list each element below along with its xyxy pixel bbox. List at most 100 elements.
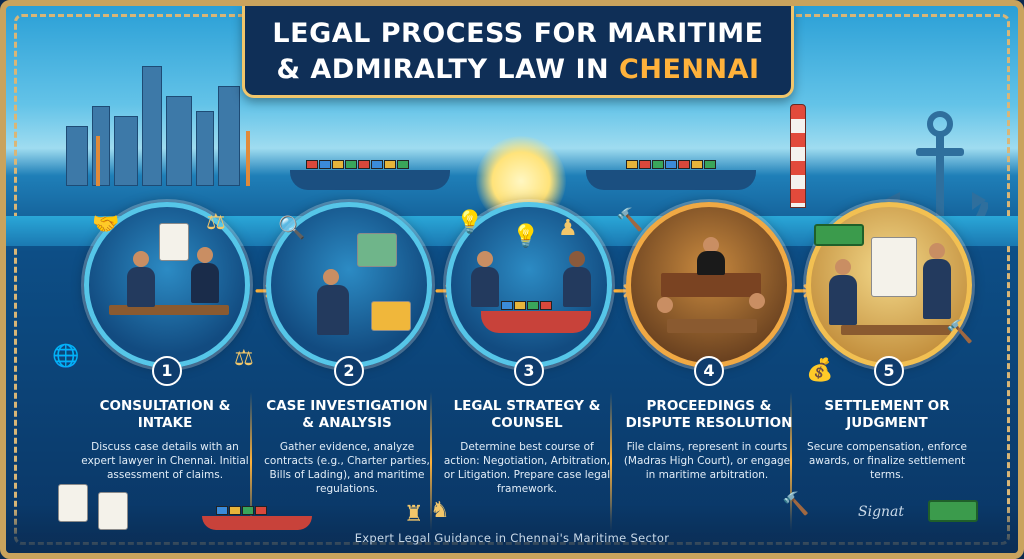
ship-container — [501, 301, 513, 310]
step-1-description: Discuss case details with an expert lawy… — [81, 441, 249, 481]
cargo-ship — [290, 170, 450, 190]
ship-container — [216, 506, 228, 515]
step-number: 2 — [334, 356, 364, 386]
skyline-building — [114, 116, 138, 186]
ship-container — [626, 160, 638, 169]
page-title-line2: & ADMIRALTY LAW IN CHENNAI — [245, 52, 791, 88]
ship-container — [665, 160, 677, 169]
lighthouse-icon — [790, 104, 806, 208]
title-prefix: & ADMIRALTY LAW IN — [276, 54, 620, 85]
skyline-building — [66, 126, 88, 186]
step-number: 4 — [694, 356, 724, 386]
person — [829, 275, 857, 325]
port-crane — [246, 131, 250, 186]
cargo-ship — [586, 170, 756, 190]
judge-bench — [661, 273, 761, 297]
person — [657, 297, 673, 313]
ship-container — [514, 301, 526, 310]
step-number: 5 — [874, 356, 904, 386]
bottom-waves — [6, 505, 1018, 553]
person — [133, 251, 149, 267]
chess-icon: ♞ — [430, 498, 450, 523]
globe-icon: 🌐 — [52, 344, 80, 369]
signature: Signat — [858, 504, 905, 520]
desk — [109, 305, 229, 315]
person — [835, 259, 851, 275]
chess-icon: ♜ — [404, 502, 424, 527]
gavel-icon: 🔨 — [616, 208, 644, 233]
divider — [790, 392, 792, 532]
gavel-icon: 🔨 — [946, 320, 974, 345]
ship-container — [678, 160, 690, 169]
magnifier-icon: 🔍 — [278, 216, 306, 241]
person — [317, 285, 349, 335]
judge — [697, 251, 725, 275]
divider — [610, 392, 612, 532]
skyline-building — [92, 106, 110, 186]
skyline-building — [166, 96, 192, 186]
person — [191, 263, 219, 303]
port-crane — [96, 136, 100, 186]
step-1-title: CONSULTATION & INTAKE — [99, 398, 231, 431]
ship-container — [255, 506, 267, 515]
person — [563, 267, 591, 307]
ship-container — [242, 506, 254, 515]
ship-container — [540, 301, 552, 310]
folder-icon — [371, 301, 411, 331]
table — [667, 319, 757, 333]
ship-container — [639, 160, 651, 169]
title-banner: LEGAL PROCESS FOR MARITIME & ADMIRALTY L… — [242, 6, 794, 98]
ship-container — [527, 301, 539, 310]
document-icon — [159, 223, 189, 261]
ship-container — [306, 160, 318, 169]
step-number: 3 — [514, 356, 544, 386]
page-title-line1: LEGAL PROCESS FOR MARITIME — [272, 18, 764, 49]
title-accent: CHENNAI — [619, 54, 760, 85]
person — [323, 269, 339, 285]
chess-icon: ♟ — [558, 216, 578, 241]
step-4-illustration — [626, 202, 792, 368]
money-bag-icon: 💰 — [806, 358, 834, 383]
money-icon — [814, 224, 864, 246]
person — [477, 251, 493, 267]
divider — [430, 392, 432, 532]
step-3-description: Determine best course of action: Negotia… — [443, 441, 611, 495]
skyline-building — [196, 111, 214, 186]
scales-icon: ⚖ — [206, 210, 226, 235]
lightbulb-icon: 💡 — [512, 224, 540, 249]
contract-icon — [871, 237, 917, 297]
ship-container — [229, 506, 241, 515]
map-icon — [357, 233, 397, 267]
money-icon — [928, 500, 978, 522]
ship-container — [371, 160, 383, 169]
handshake-icon: 🤝 — [92, 212, 120, 237]
lightbulb-icon: 💡 — [456, 210, 484, 235]
ship-container — [384, 160, 396, 169]
ship-container — [319, 160, 331, 169]
step-1-illustration — [84, 202, 250, 368]
person — [929, 243, 945, 259]
ship-container — [358, 160, 370, 169]
step-5-illustration — [806, 202, 972, 368]
footer-tagline: Expert Legal Guidance in Chennai's Marit… — [354, 531, 670, 545]
step-3-title: LEGAL STRATEGY & COUNSEL — [453, 398, 601, 431]
process-steps: 1 🤝 ⚖ 🌐 ➜ 2 🔍 ⚖ ➜ 3 💡 💡 — [6, 202, 1018, 542]
person — [923, 259, 951, 319]
step-4-title: PROCEEDINGS & DISPUTE RESOLUTION — [625, 398, 793, 431]
step-number: 1 — [152, 356, 182, 386]
desk — [841, 325, 951, 335]
ship-container — [397, 160, 409, 169]
gavel-icon: 🔨 — [782, 492, 810, 517]
ship-container — [652, 160, 664, 169]
skyline-building — [142, 66, 162, 186]
step-4-description: File claims, represent in courts (Madras… — [623, 441, 791, 481]
ship-container — [704, 160, 716, 169]
document-icon — [58, 484, 88, 522]
skyline-building — [218, 86, 240, 186]
step-2-illustration — [266, 202, 432, 368]
person — [127, 267, 155, 307]
ship-container — [345, 160, 357, 169]
judge — [703, 237, 719, 253]
step-5-title: SETTLEMENT OR JUDGMENT — [824, 398, 950, 431]
